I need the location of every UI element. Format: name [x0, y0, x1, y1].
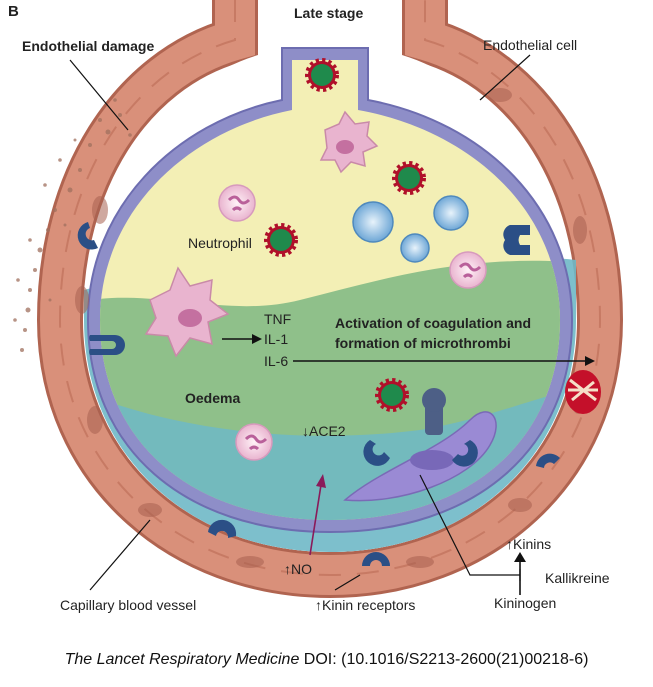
label-kinin-receptors: ↑Kinin receptors: [315, 597, 415, 613]
receptor-left-mid: [89, 335, 125, 355]
label-neutrophil: Neutrophil: [188, 235, 252, 251]
arrows: [222, 334, 595, 595]
macrophage-cell-small: [319, 110, 379, 174]
endothelial-damage-debris: [13, 98, 132, 352]
label-endothelial-cell: Endothelial cell: [483, 37, 577, 53]
capillary-vessel: [36, 0, 624, 599]
label-capillary: Capillary blood vessel: [60, 597, 196, 613]
panel-letter: B: [8, 3, 19, 20]
stage-title: Late stage: [294, 5, 363, 21]
receptor-bottom-mid: [362, 552, 390, 566]
label-kallikreine: Kallikreine: [545, 570, 610, 586]
virus-particles: [264, 58, 426, 412]
arrow-no: [309, 484, 322, 556]
leader-endothelial-cell: [479, 54, 531, 101]
endothelial-cells: [75, 88, 587, 568]
label-kinins: ↑Kinins: [506, 536, 551, 552]
alveolar-macrophage: [343, 388, 497, 502]
label-kininogen: Kininogen: [494, 595, 556, 611]
microthrombus: [565, 370, 601, 414]
label-oedema: Oedema: [185, 390, 240, 406]
virus-2: [392, 161, 426, 195]
label-endothelial-damage: Endothelial damage: [22, 38, 154, 54]
leader-kinin-receptors: [334, 574, 361, 591]
label-il1: IL-1: [264, 331, 288, 347]
virus-3: [264, 223, 298, 257]
source-caption: The Lancet Respiratory Medicine DOI: (10…: [0, 651, 653, 669]
receptor-right-lower: [536, 453, 560, 468]
macrophage-cell: [144, 266, 230, 358]
label-coagulation-1: Activation of coagulation and: [335, 315, 531, 331]
label-il6: IL-6: [264, 353, 288, 369]
leader-capillary: [89, 519, 151, 591]
neutrophil-cells: [218, 184, 487, 461]
label-no: ↑NO: [284, 561, 312, 577]
label-tnf: TNF: [264, 311, 291, 327]
virus-4: [375, 378, 409, 412]
journal-name: The Lancet Respiratory Medicine: [64, 651, 300, 668]
receptor-right-upper: [503, 225, 530, 255]
leader-endothelial-damage: [69, 59, 129, 131]
leader-kallikreine: [419, 474, 520, 576]
alveolus-diagram: B Late stage Endothelial damage Endothel…: [8, 0, 624, 613]
receptor-bottom-left: [208, 519, 237, 538]
virus-1: [305, 58, 339, 92]
label-coagulation-2: formation of microthrombi: [335, 335, 511, 351]
blood-cells: [352, 195, 469, 263]
label-ace2: ↓ACE2: [302, 423, 346, 439]
receptor-left-upper: [77, 222, 98, 250]
doi-text: DOI: (10.1016/S2213-2600(21)00218-6): [299, 651, 589, 668]
kinin-receptors: [77, 222, 560, 566]
leader-lines: [69, 54, 531, 591]
